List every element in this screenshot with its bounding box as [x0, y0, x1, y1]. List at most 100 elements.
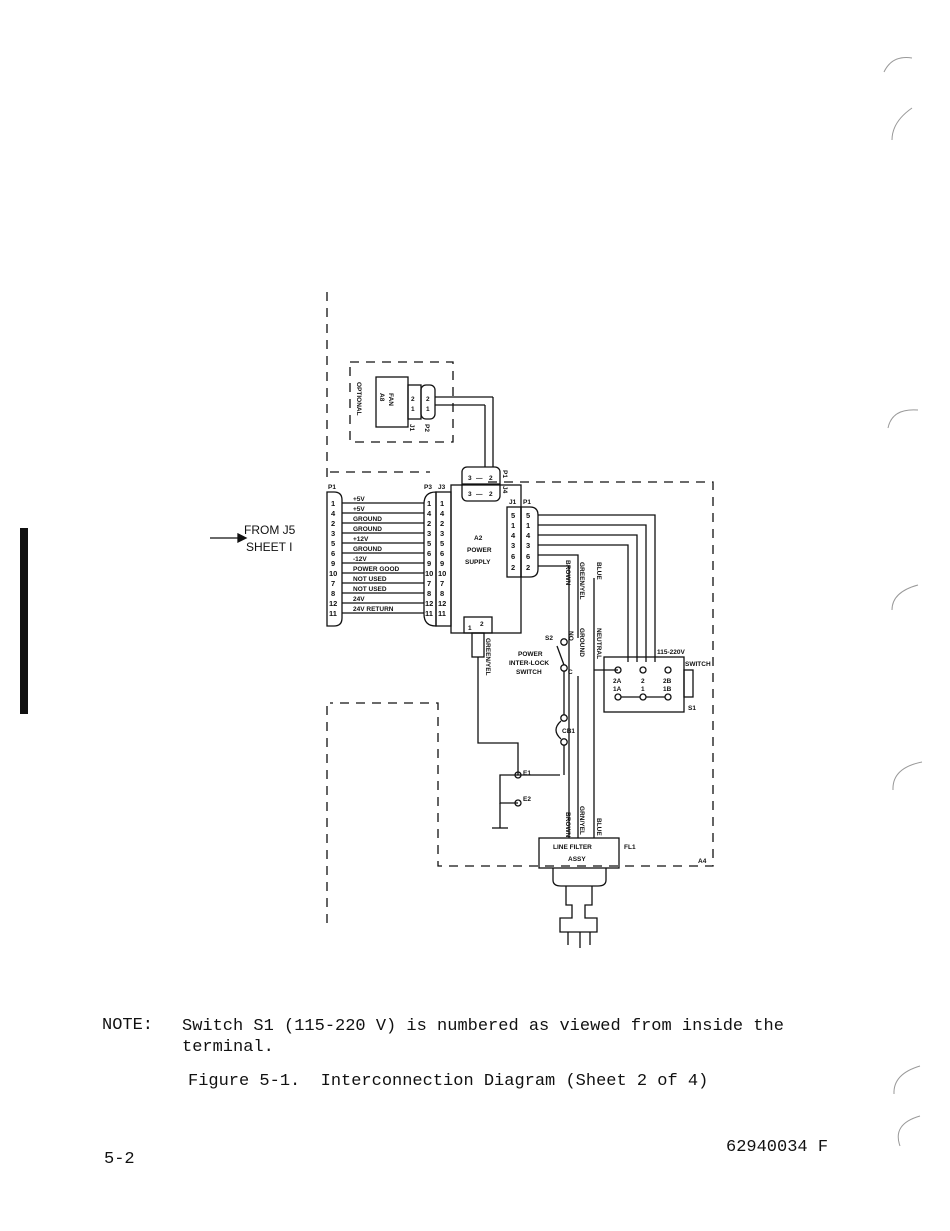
left-pin: 1 — [331, 499, 335, 508]
ps-j1-pin: 5 — [511, 511, 515, 520]
ps-j1-pin: 2 — [511, 563, 515, 572]
wire-green-yel-2-label: GREEN/YEL — [484, 638, 491, 676]
top-conn-row-2-b: — — [476, 491, 483, 498]
ps-j1-pin: 6 — [511, 552, 515, 561]
left-p1-label: P1 — [328, 484, 336, 491]
j3-pin: 4 — [440, 509, 445, 518]
p3-pin: 6 — [427, 549, 431, 558]
wire-ground-label: GROUND — [578, 628, 585, 657]
dashed-boundaries — [326, 292, 714, 930]
wire-label: NOT USED — [353, 576, 387, 583]
interlock-label-3: SWITCH — [516, 669, 542, 676]
s2-label: S2 — [545, 635, 553, 642]
wire-label: +5V — [353, 496, 365, 503]
ps-p1-pin: 4 — [526, 531, 531, 540]
j1-label: J1 — [408, 424, 415, 432]
j3-pin: 9 — [440, 559, 444, 568]
a4-label: A4 — [698, 858, 707, 865]
fan-pin-1: 1 — [411, 406, 415, 413]
j3-pin: 2 — [440, 519, 444, 528]
ps-p1-label: P1 — [523, 499, 531, 506]
supply-name-1: POWER — [467, 547, 492, 554]
ps-p1-pin: 3 — [526, 541, 530, 550]
ps-j1-pin-numbers: 5 1 4 3 6 2 — [511, 511, 516, 572]
p3-pin: 5 — [427, 539, 431, 548]
sheet-label: SHEET I — [246, 540, 292, 554]
punch-holes — [883, 57, 923, 1147]
wire-label: +5V — [353, 506, 365, 513]
p3-label: P3 — [424, 484, 432, 491]
fan-pin-2: 2 — [411, 396, 415, 403]
voltage-label: 115-220V — [657, 649, 685, 656]
e2-label: E2 — [523, 796, 531, 803]
p3-pin: 9 — [427, 559, 431, 568]
left-pin: 6 — [331, 549, 335, 558]
ps-j1-pin: 4 — [511, 531, 516, 540]
connector-left-p1 — [326, 491, 343, 627]
supply-ref: A2 — [474, 535, 483, 542]
fan-plug-pin-2: 2 — [426, 396, 430, 403]
connector-p1-j4 — [461, 466, 501, 502]
terminal-e1 — [514, 771, 522, 779]
j3-pin: 8 — [440, 589, 444, 598]
left-pin: 5 — [331, 539, 335, 548]
s1-pin-1b: 1B — [663, 686, 672, 693]
fan-plug-pin-1: 1 — [426, 406, 430, 413]
s2-no-label: NO — [567, 631, 574, 641]
wire-brown-label: BROWN — [564, 560, 571, 586]
left-pin: 12 — [329, 599, 337, 608]
left-pin: 4 — [331, 509, 336, 518]
switch-label: SWITCH — [685, 661, 711, 668]
wire-label: GROUND — [353, 516, 382, 523]
top-conn-row-1-a: 3 — [468, 475, 472, 482]
left-pin: 7 — [331, 579, 335, 588]
wire-label: NOT USED — [353, 586, 387, 593]
wire-label: -12V — [353, 556, 367, 563]
filter-label-2: ASSY — [568, 856, 586, 863]
wire-label: 24V RETURN — [353, 606, 394, 613]
filter-wire-grn-yel: GRN/YEL — [578, 806, 585, 835]
bottom-conn-pin-2: 2 — [480, 621, 484, 628]
ps-j1-pin: 3 — [511, 541, 515, 550]
p3-pin: 11 — [425, 609, 433, 618]
left-pin-numbers: 1 4 2 3 5 6 9 10 7 8 12 11 — [329, 499, 337, 618]
left-pin: 9 — [331, 559, 335, 568]
s1-label: S1 — [688, 705, 696, 712]
p3-pin: 2 — [427, 519, 431, 528]
note-text: Switch S1 (115-220 V) is numbered as vie… — [182, 1017, 784, 1057]
fl1-label: FL1 — [624, 844, 636, 851]
note-label: NOTE: — [102, 1016, 154, 1035]
j3-label: J3 — [438, 484, 446, 491]
page-number: 5-2 — [104, 1150, 135, 1169]
p1-top-label: P1 — [501, 470, 508, 478]
fan-ref: A8 — [378, 393, 385, 402]
optional-label: OPTIONAL — [355, 382, 362, 416]
j3-pin-numbers: 1 4 2 3 5 6 9 10 7 8 12 11 — [438, 499, 446, 618]
j3-pin: 7 — [440, 579, 444, 588]
ps-p1-pin: 1 — [526, 521, 530, 530]
ps-p1-pin: 5 — [526, 511, 530, 520]
p3-pin-numbers: 1 4 2 3 5 6 9 10 7 8 12 11 — [425, 499, 433, 618]
wire-green-yel-label: GREEN/YEL — [578, 562, 585, 600]
breaker-cb1 — [555, 714, 568, 775]
wire-label: GROUND — [353, 526, 382, 533]
wire-blue-label: BLUE — [595, 562, 602, 580]
fan-label: FAN — [387, 393, 394, 406]
s1-pin-2: 2 — [641, 678, 645, 685]
fan-a8 — [375, 376, 494, 467]
line-filter-fl1 — [538, 837, 620, 948]
p3-pin: 3 — [427, 529, 431, 538]
p3-pin: 8 — [427, 589, 431, 598]
ps-j1-pin: 1 — [511, 521, 515, 530]
left-pin: 8 — [331, 589, 335, 598]
figure-caption: Figure 5-1. Interconnection Diagram (She… — [188, 1072, 709, 1091]
wires-ac — [477, 514, 656, 838]
interlock-label-1: POWER — [518, 651, 543, 658]
s1-pin-1: 1 — [641, 686, 645, 693]
s1-pin-1a: 1A — [613, 686, 622, 693]
left-pin: 11 — [329, 609, 337, 618]
wire-label: POWER GOOD — [353, 566, 400, 573]
j3-pin: 1 — [440, 499, 444, 508]
top-conn-row-1-c: 2 — [489, 475, 493, 482]
